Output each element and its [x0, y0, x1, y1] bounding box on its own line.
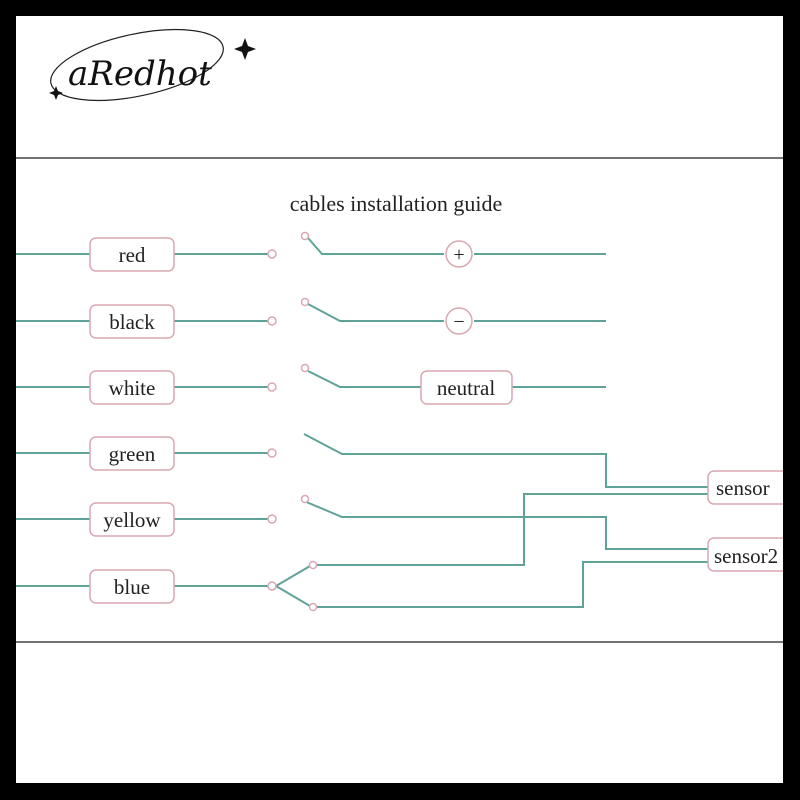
logo-text: aRedhot [68, 54, 212, 94]
cable-label-box [89, 569, 175, 604]
sensor1-terminal: sensor [707, 470, 783, 505]
cable-label-blue: blue [114, 575, 150, 599]
cable-label-box [89, 502, 175, 537]
neutral-label: neutral [437, 376, 495, 400]
cable-label-green: green [109, 442, 156, 466]
cable-label-box [89, 304, 175, 339]
cable-label-box [89, 370, 175, 405]
plus-icon: + [453, 244, 464, 266]
sensor2-label: sensor2 [714, 544, 778, 568]
minus-terminal: − [445, 307, 473, 335]
sparkle-icon [49, 86, 63, 100]
cable-label-yellow: yellow [103, 508, 161, 532]
cable-label-black: black [109, 310, 155, 334]
cable-labels: red black white green yellow blue [89, 237, 175, 604]
logo-ellipse [49, 28, 256, 102]
wiring-diagram: cables installation guide [16, 157, 783, 643]
cable-label-box [89, 237, 175, 272]
sparkle-icon [234, 38, 256, 60]
diagram-title: cables installation guide [290, 191, 503, 216]
product-image: aRedhot cables installation guide [16, 16, 783, 783]
sensor2-terminal: sensor2 [707, 537, 783, 572]
wires [16, 237, 708, 608]
sensor1-label: sensor [716, 476, 770, 500]
neutral-terminal: neutral [420, 370, 513, 405]
cable-label-white: white [109, 376, 156, 400]
terminal-dots [267, 231, 318, 612]
plus-terminal: + [445, 240, 473, 268]
cable-label-box [89, 436, 175, 471]
brand-logo: aRedhot [16, 16, 276, 126]
cable-label-red: red [119, 243, 146, 267]
minus-icon: − [453, 311, 464, 333]
